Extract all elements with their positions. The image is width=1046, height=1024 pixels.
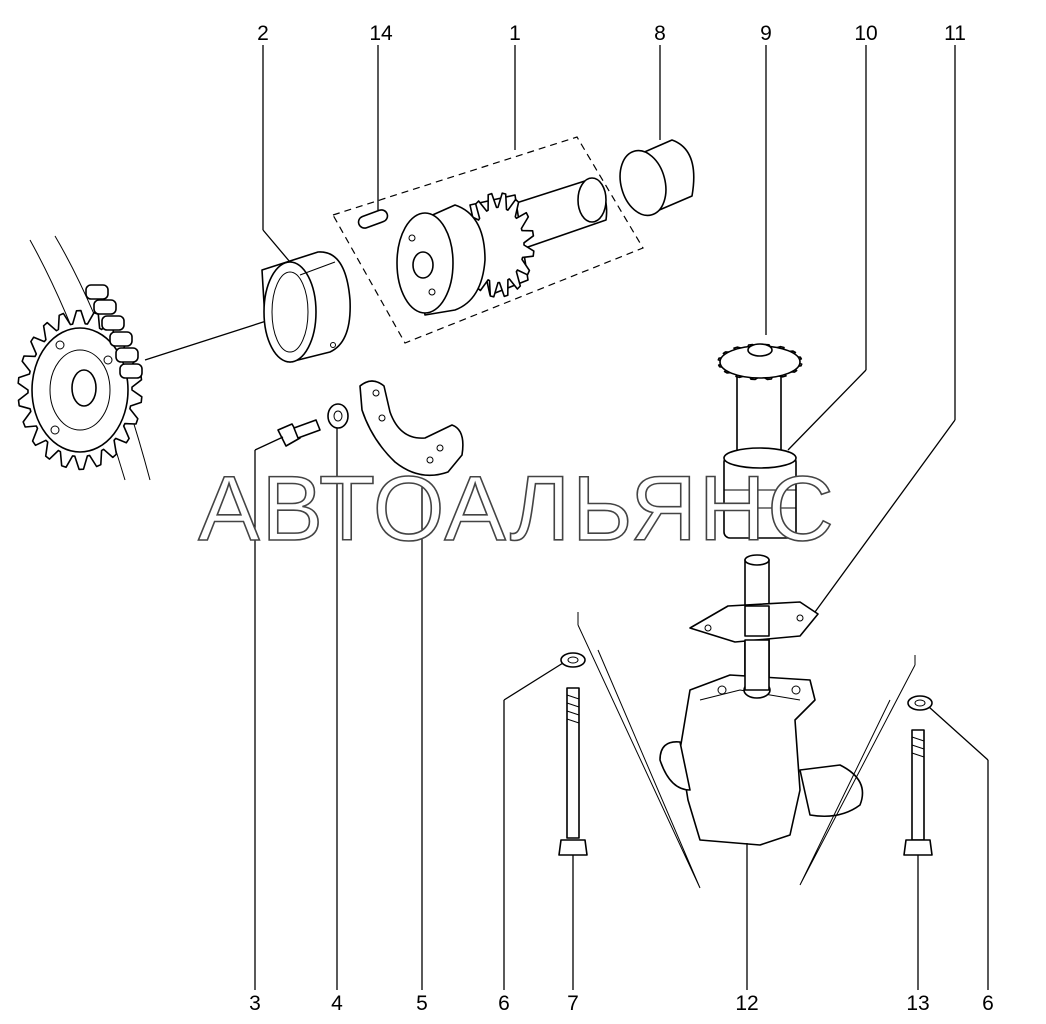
chain: [85, 284, 143, 379]
callout-6-right: 6: [982, 992, 994, 1015]
part-6-washer-left: [560, 652, 586, 668]
callout-7: 7: [567, 992, 579, 1015]
part-4-nut: [327, 403, 349, 429]
part-3-bolt: [277, 419, 321, 447]
part-1-gear-shaft: [332, 136, 695, 344]
leader-lines: [254, 45, 989, 990]
watermark-text: АВТОАЛЬЯНС: [198, 458, 836, 560]
callout-3: 3: [249, 992, 261, 1015]
callout-14: 14: [369, 22, 393, 45]
part-10-bushing: [723, 447, 797, 539]
callout-1: 1: [509, 22, 521, 45]
callout-5: 5: [416, 992, 428, 1015]
callout-13: 13: [906, 992, 929, 1015]
callout-12: 12: [735, 992, 758, 1015]
callout-9: 9: [760, 22, 772, 45]
callout-2: 2: [257, 22, 269, 45]
part-5-bracket: [359, 380, 464, 477]
callout-8: 8: [654, 22, 666, 45]
sprocket-with-chain: [17, 235, 286, 481]
part-13-bolt: [903, 729, 933, 856]
callout-10: 10: [854, 22, 877, 45]
part-9-drive-gear: [717, 343, 803, 463]
part-12-oil-pump: [659, 639, 864, 846]
callout-11: 11: [944, 22, 966, 45]
callout-labels: 2 14 1 8 9 10 11 3 4 5 6 7 12 13 6: [249, 22, 994, 1015]
part-7-long-bolt: [558, 687, 588, 856]
part-6-washer-right: [907, 695, 933, 711]
part-2-sleeve: [261, 251, 351, 363]
callout-6-left: 6: [498, 992, 510, 1015]
callout-4: 4: [331, 992, 343, 1015]
